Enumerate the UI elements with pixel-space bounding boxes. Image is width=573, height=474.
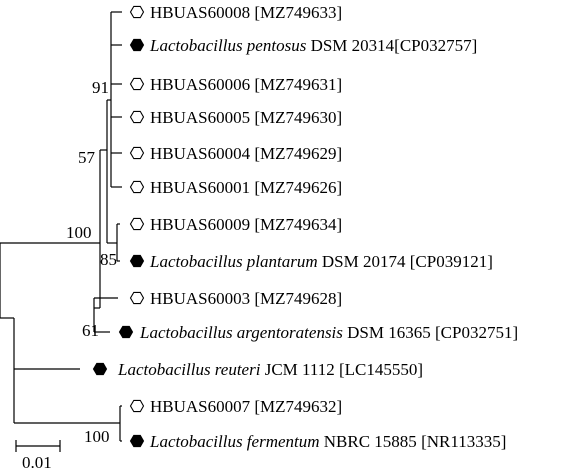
- taxon-label: HBUAS60009 [MZ749634]: [150, 215, 342, 234]
- accession-number: [MZ749629]: [250, 144, 342, 163]
- taxon-label: Lactobacillus reuteri JCM 1112 [LC145550…: [117, 360, 423, 379]
- tree-branches: [0, 11, 122, 442]
- species-name: Lactobacillus plantarum: [149, 252, 318, 271]
- strain-name: NBRC 15885: [320, 432, 417, 451]
- taxon-row: HBUAS60009 [MZ749634]: [129, 215, 342, 234]
- taxon-labels: HBUAS60008 [MZ749633] Lactobacillus pento…: [92, 3, 518, 451]
- bootstrap-value: 100: [84, 427, 110, 446]
- strain-name: HBUAS60009: [150, 215, 250, 234]
- filled-hexagon-icon: [129, 434, 145, 448]
- taxon-row: Lactobacillus plantarum DSM 20174 [CP039…: [129, 252, 493, 271]
- open-hexagon-icon: [129, 217, 145, 231]
- taxon-row: HBUAS60007 [MZ749632]: [129, 397, 342, 416]
- strain-name: HBUAS60006: [150, 75, 250, 94]
- strain-name: HBUAS60003: [150, 289, 250, 308]
- taxon-row: HBUAS60004 [MZ749629]: [129, 144, 342, 163]
- bootstrap-value: 91: [92, 78, 109, 97]
- taxon-label: Lactobacillus argentoratensis DSM 16365 …: [139, 323, 518, 342]
- accession-number: [CP039121]: [406, 252, 493, 271]
- species-name: Lactobacillus reuteri: [117, 360, 261, 379]
- taxon-label: HBUAS60004 [MZ749629]: [150, 144, 342, 163]
- filled-hexagon-icon: [129, 38, 145, 52]
- taxon-row: HBUAS60003 [MZ749628]: [129, 289, 342, 308]
- scale-bar-label: 0.01: [22, 453, 52, 472]
- taxon-row: Lactobacillus argentoratensis DSM 16365 …: [118, 323, 518, 342]
- strain-name: DSM 20174: [318, 252, 406, 271]
- taxon-row: Lactobacillus reuteri JCM 1112 [LC145550…: [92, 360, 423, 379]
- taxon-label: HBUAS60003 [MZ749628]: [150, 289, 342, 308]
- species-name: Lactobacillus fermentum: [149, 432, 320, 451]
- bootstrap-values: 91 57 100 85 61 100: [66, 78, 117, 446]
- open-hexagon-icon: [129, 399, 145, 413]
- taxon-row: HBUAS60008 [MZ749633]: [129, 3, 342, 22]
- open-hexagon-icon: [129, 146, 145, 160]
- strain-name: HBUAS60007: [150, 397, 251, 416]
- taxon-label: HBUAS60008 [MZ749633]: [150, 3, 342, 22]
- strain-name: HBUAS60001: [150, 178, 250, 197]
- taxon-label: Lactobacillus pentosus DSM 20314[CP03275…: [149, 36, 477, 55]
- bootstrap-value: 57: [78, 148, 96, 167]
- accession-number: [NR113335]: [417, 432, 507, 451]
- taxon-row: Lactobacillus pentosus DSM 20314[CP03275…: [129, 36, 477, 55]
- accession-number: [MZ749632]: [250, 397, 342, 416]
- strain-name: DSM 20314: [306, 36, 394, 55]
- accession-number: [MZ749630]: [250, 108, 342, 127]
- bootstrap-value: 85: [100, 250, 117, 269]
- accession-number: [MZ749633]: [250, 3, 342, 22]
- taxon-row: Lactobacillus fermentum NBRC 15885 [NR11…: [129, 432, 506, 451]
- accession-number: [MZ749628]: [250, 289, 342, 308]
- taxon-label: HBUAS60006 [MZ749631]: [150, 75, 342, 94]
- bootstrap-value: 100: [66, 223, 92, 242]
- filled-hexagon-icon: [118, 325, 134, 339]
- accession-number: [CP032751]: [431, 323, 518, 342]
- accession-number: [MZ749631]: [250, 75, 342, 94]
- strain-name: HBUAS60008: [150, 3, 250, 22]
- taxon-row: HBUAS60006 [MZ749631]: [129, 75, 342, 94]
- accession-number: [MZ749634]: [250, 215, 342, 234]
- open-hexagon-icon: [129, 110, 145, 124]
- accession-number: [MZ749626]: [250, 178, 342, 197]
- strain-name: DSM 16365: [343, 323, 431, 342]
- taxon-label: HBUAS60005 [MZ749630]: [150, 108, 342, 127]
- taxon-label: HBUAS60007 [MZ749632]: [150, 397, 342, 416]
- filled-hexagon-icon: [129, 254, 145, 268]
- taxon-label: Lactobacillus fermentum NBRC 15885 [NR11…: [149, 432, 506, 451]
- scale-bar: 0.01: [15, 440, 61, 472]
- open-hexagon-icon: [129, 77, 145, 91]
- open-hexagon-icon: [129, 180, 145, 194]
- bootstrap-value: 61: [82, 321, 99, 340]
- species-name: Lactobacillus pentosus: [149, 36, 307, 55]
- open-hexagon-icon: [129, 5, 145, 19]
- strain-name: JCM 1112: [260, 360, 334, 379]
- strain-name: HBUAS60004: [150, 144, 251, 163]
- taxon-row: HBUAS60001 [MZ749626]: [129, 178, 342, 197]
- filled-hexagon-icon: [92, 362, 108, 376]
- accession-number: [LC145550]: [335, 360, 423, 379]
- species-name: Lactobacillus argentoratensis: [139, 323, 343, 342]
- strain-name: HBUAS60005: [150, 108, 250, 127]
- accession-number: [CP032757]: [394, 36, 477, 55]
- taxon-label: Lactobacillus plantarum DSM 20174 [CP039…: [149, 252, 493, 271]
- taxon-label: HBUAS60001 [MZ749626]: [150, 178, 342, 197]
- taxon-row: HBUAS60005 [MZ749630]: [129, 108, 342, 127]
- open-hexagon-icon: [129, 291, 145, 305]
